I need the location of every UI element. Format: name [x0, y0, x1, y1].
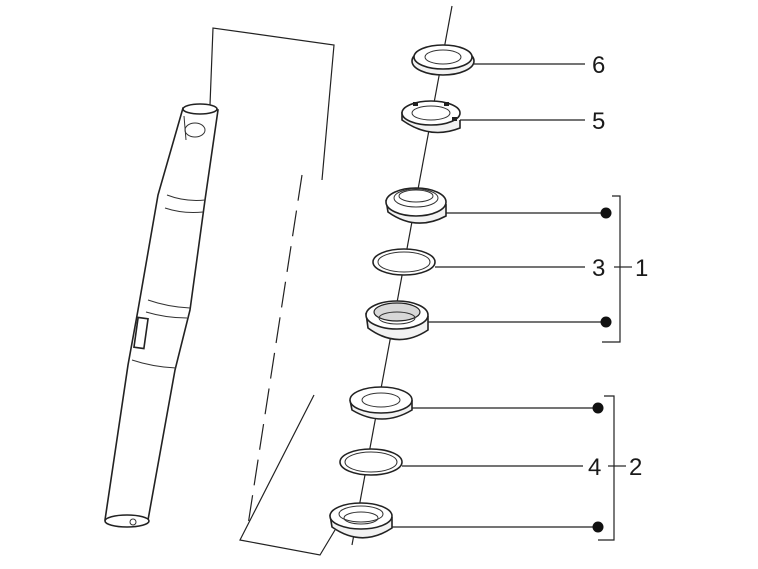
tube-top-edge [183, 115, 187, 141]
tube-bottom-hole [129, 518, 137, 526]
bottom-bearing-cup [329, 502, 393, 539]
bracket-group-2 [598, 395, 615, 541]
tube-band-3 [147, 299, 191, 309]
dot-bottom-cup [592, 521, 604, 533]
tube-band-4 [145, 311, 188, 319]
frame-outline-lower [239, 394, 336, 556]
dot-upper-cup [600, 207, 612, 219]
tube-band-1 [166, 194, 206, 201]
tube-key-tab [133, 316, 149, 350]
part-5-lock-nut [401, 100, 461, 134]
callout-2: 2 [629, 454, 642, 481]
callout-labels: 6 5 3 1 4 2 [588, 52, 648, 481]
lower-race-top [349, 386, 413, 420]
callout-1: 1 [635, 255, 648, 282]
steering-tube [104, 107, 219, 526]
bearing-stack [329, 5, 475, 546]
dot-lower-race [592, 402, 604, 414]
lower-bearing-cup [365, 300, 429, 341]
dot-lower-cup [600, 316, 612, 328]
bracket-group-1 [602, 195, 621, 343]
frame-center-axis [247, 174, 303, 526]
tube-bottom-opening [104, 514, 150, 528]
callout-4: 4 [588, 454, 601, 481]
tube-top-opening [182, 103, 218, 115]
callout-5: 5 [592, 108, 605, 135]
leader-lines [392, 63, 632, 541]
bearing-ring-lower [339, 448, 403, 476]
bearing-ring-upper [372, 248, 436, 276]
callout-6: 6 [592, 52, 605, 79]
tube-band-5 [131, 359, 177, 369]
upper-bearing-cup [385, 187, 447, 224]
frame-outline [209, 27, 335, 181]
tube-band-2 [164, 207, 204, 213]
callout-3: 3 [592, 255, 605, 282]
part-6-dust-cap [411, 44, 475, 76]
steering-tube-assembly [104, 27, 336, 556]
